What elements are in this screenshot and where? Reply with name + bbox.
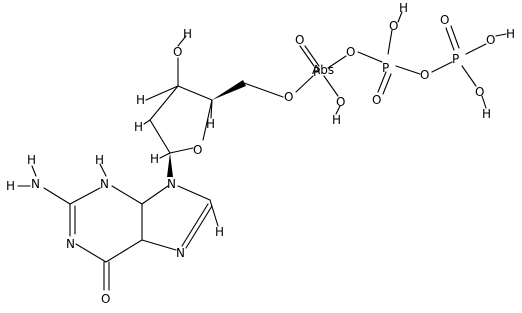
bond-c2-nh2 xyxy=(43,187,71,205)
bond-n1-c6 xyxy=(75,243,107,263)
bond-pb-o-double-1 xyxy=(377,71,387,93)
bond-c3-c2 xyxy=(149,85,179,121)
nh2-h-top-label: H xyxy=(27,153,36,167)
bond-c8-h xyxy=(209,199,219,227)
bond-pa-o-double-1 xyxy=(299,45,315,67)
bond-n3-h xyxy=(99,163,107,177)
bond-pg-o-double-2 xyxy=(450,25,460,49)
n1-label: N xyxy=(66,237,75,251)
h-alpha-label: H xyxy=(332,113,341,127)
bond-pg-oh2 xyxy=(461,65,477,87)
bond-o3-h xyxy=(177,35,187,47)
h-gamma-2-label: H xyxy=(482,107,491,121)
bond-ob-h xyxy=(397,11,403,23)
n9-label: N xyxy=(167,177,176,191)
h-hydroxyl-3prime-label: H xyxy=(183,27,192,41)
o-gamma-double-label: O xyxy=(440,13,449,27)
bond-n7-c5 xyxy=(141,239,177,251)
o-hydroxyl-3prime-label: O xyxy=(173,45,182,59)
o-beta-double-label: O xyxy=(372,93,381,107)
bond-pb-oh xyxy=(387,29,393,55)
bond-pa-o-double-2 xyxy=(304,45,320,67)
bond-pb-o-double-2 xyxy=(382,73,392,95)
bond-c3-c4 xyxy=(177,85,213,101)
h-gamma-1-label: H xyxy=(506,27,515,41)
atom-labels: O H O O P Abs O O H O P O H O O P O O H … xyxy=(6,1,515,306)
bond-og1-h xyxy=(495,33,507,37)
h-c3prime-label: H xyxy=(136,93,145,107)
bond-c2-c1 xyxy=(149,119,171,154)
o-alpha-h-label: O xyxy=(336,95,345,109)
h8-label: H xyxy=(215,225,224,239)
bond-c3-h xyxy=(145,85,179,101)
nh2-n-label: N xyxy=(31,177,40,191)
bond-obridge-pg xyxy=(431,61,453,73)
nh2-h-left-label: H xyxy=(6,179,15,193)
bond-c2-h xyxy=(143,119,151,125)
n7-label: N xyxy=(176,246,185,260)
bond-pg-oh1 xyxy=(465,43,487,55)
o-bridge-bg-label: O xyxy=(420,68,429,82)
bond-c4-n3 xyxy=(111,185,143,205)
o-ring-label: O xyxy=(193,143,202,157)
bond-obridge-pb xyxy=(357,51,383,63)
o-bridge-ab-label: O xyxy=(346,45,355,59)
bond-n3-c2 xyxy=(69,187,101,205)
h-c1prime-label: H xyxy=(150,152,159,166)
o-gamma-h1-label: O xyxy=(486,33,495,47)
bond-o4-c4 xyxy=(202,99,213,141)
bond-n9-c8 xyxy=(177,185,211,201)
h-c2prime-label: H xyxy=(134,120,143,134)
bond-pa-oh xyxy=(323,75,339,97)
abs-overlay-label: Abs xyxy=(312,63,334,77)
bond-og2-h xyxy=(481,95,487,109)
wedge-c4-c5 xyxy=(212,80,246,100)
bond-c5-o5 xyxy=(243,82,284,98)
h-beta-label: H xyxy=(399,1,408,15)
p-gamma-label: P xyxy=(452,52,459,66)
bond-oa-h xyxy=(335,105,341,115)
bond-c4-h xyxy=(210,99,213,119)
bond-c1-h xyxy=(159,152,171,159)
bond-o5-pa xyxy=(295,75,314,93)
h-c4prime-label: H xyxy=(206,117,215,131)
h3-label: H xyxy=(95,153,104,167)
wedge-c1-n9 xyxy=(167,153,173,177)
n3-label: N xyxy=(100,177,109,191)
bond-c8-n7-1 xyxy=(181,203,209,247)
o-beta-h-label: O xyxy=(389,19,398,33)
bond-pa-obridge xyxy=(327,55,347,69)
p-beta-label: P xyxy=(382,61,389,75)
bond-c6-c5 xyxy=(105,239,143,263)
bond-pg-o-double-1 xyxy=(445,27,455,51)
bond-pb-obridge xyxy=(395,65,421,75)
o-5prime-label: O xyxy=(284,90,293,104)
bond-c8-n7-2 xyxy=(185,205,213,249)
o-alpha-double-label: O xyxy=(295,33,304,47)
o-gamma-h2-label: O xyxy=(475,85,484,99)
bonds xyxy=(17,11,507,291)
bond-c1-o4 xyxy=(169,147,194,154)
bond-n9-c4 xyxy=(141,185,169,205)
o6-label: O xyxy=(101,292,110,306)
p-alpha-label: P xyxy=(313,65,320,79)
bond-nh2-h-top xyxy=(31,165,37,177)
